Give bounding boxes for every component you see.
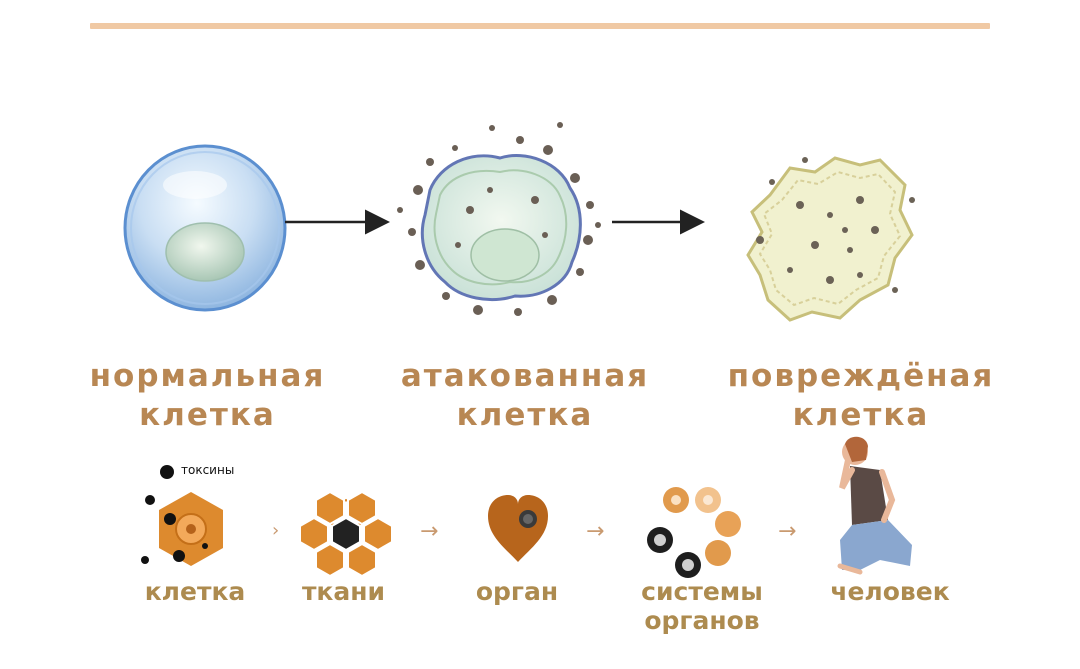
stage-label-human: человек <box>830 577 950 606</box>
stage-label-organ: орган <box>475 577 559 606</box>
arrow-icon: → <box>420 519 438 544</box>
damaged-cell-icon <box>746 156 915 322</box>
arrow-icon: → <box>778 519 796 544</box>
attacked-cell-label: атакованная клетка <box>400 358 650 433</box>
stage-label-tissue: ткани <box>301 577 386 606</box>
organ-systems-ring-icon <box>647 487 741 578</box>
toxins-label: токсины <box>181 463 235 477</box>
sitting-person-icon <box>837 436 912 575</box>
toxin-dot-icon <box>160 465 174 479</box>
attacked-cell-icon <box>397 122 601 316</box>
stage-label-cell: клетка <box>144 577 246 606</box>
normal-cell-label: нормальная клетка <box>89 358 326 433</box>
hexagon-cell-icon <box>141 492 223 566</box>
honeycomb-tissue-icon <box>299 490 393 578</box>
heart-organ-icon <box>488 495 548 562</box>
damaged-cell-label: повреждёная клетка <box>727 358 995 433</box>
top-divider <box>90 23 990 29</box>
arrow-icon: › <box>272 520 279 541</box>
arrow-icon: → <box>586 519 604 544</box>
normal-cell-icon <box>123 144 287 312</box>
stage-label-organ-systems: системы органов <box>641 577 763 635</box>
